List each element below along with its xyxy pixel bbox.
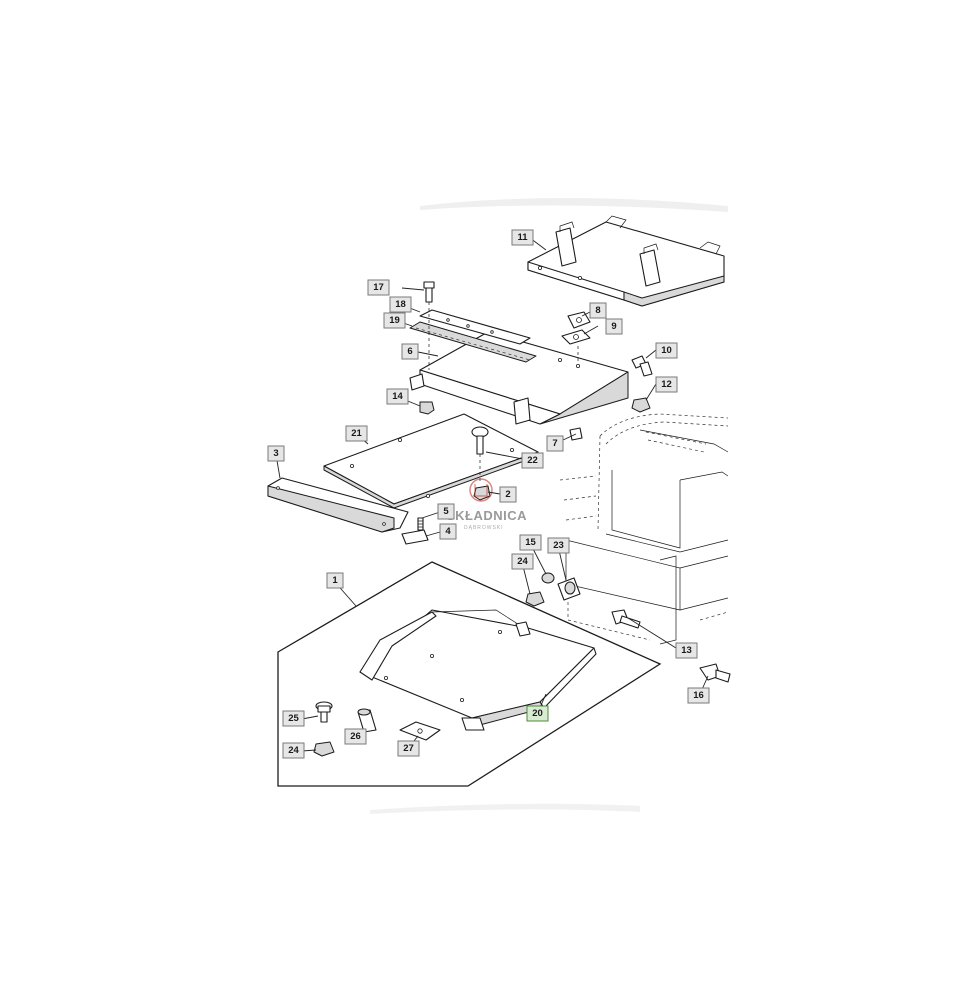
kit-frame xyxy=(277,561,662,787)
callout-21-label: 21 xyxy=(351,428,362,439)
callout-16[interactable]: 16 xyxy=(687,687,710,704)
part-27-plate xyxy=(399,721,441,741)
callout-3-label: 3 xyxy=(273,448,278,459)
callout-18[interactable]: 18 xyxy=(389,296,412,313)
callout-11-label: 11 xyxy=(517,232,528,243)
callout-19-label: 19 xyxy=(389,315,400,326)
watermark: SKŁADNICA DĄBROWSKI xyxy=(446,478,527,531)
callout-23-label: 23 xyxy=(553,540,564,551)
callout-2-label: 2 xyxy=(505,489,510,500)
callout-13[interactable]: 13 xyxy=(675,642,698,659)
callout-5[interactable]: 5 xyxy=(437,503,455,520)
callout-8[interactable]: 8 xyxy=(589,302,607,319)
callout-6-label: 6 xyxy=(407,346,412,357)
callout-12[interactable]: 12 xyxy=(655,376,678,393)
callout-27-label: 27 xyxy=(403,743,414,754)
part-12-nut xyxy=(631,397,651,413)
callout-5-label: 5 xyxy=(443,506,449,517)
part-17-bolt xyxy=(423,281,435,370)
part-14-nut xyxy=(419,401,435,415)
part-3-cushion xyxy=(267,477,409,533)
part-25-bolt xyxy=(315,701,333,723)
callout-4[interactable]: 4 xyxy=(439,523,457,540)
callout-20-label: 20 xyxy=(532,708,543,719)
callout-24-upper-label: 24 xyxy=(517,556,528,567)
callout-18-label: 18 xyxy=(395,299,406,310)
callout-19[interactable]: 19 xyxy=(383,312,406,329)
callout-22-label: 22 xyxy=(527,455,538,466)
callout-25[interactable]: 25 xyxy=(282,710,305,727)
callout-16-label: 16 xyxy=(693,690,704,701)
callout-7[interactable]: 7 xyxy=(546,435,564,452)
callout-17-label: 17 xyxy=(373,282,384,293)
callout-8-label: 8 xyxy=(595,305,600,316)
part-13-bolt xyxy=(611,609,641,629)
callout-1[interactable]: 1 xyxy=(326,572,344,589)
part-9-clip xyxy=(561,329,591,364)
callout-9[interactable]: 9 xyxy=(605,318,623,335)
background-sweep-bottom xyxy=(370,803,640,814)
machine-body-outline xyxy=(559,413,729,645)
callout-22[interactable]: 22 xyxy=(521,452,544,469)
part-26-spacer xyxy=(357,708,377,733)
part-19-strip xyxy=(409,321,537,363)
part-8-clip xyxy=(567,311,591,329)
part-18-plate xyxy=(419,309,531,345)
part-4-pin xyxy=(401,529,429,545)
callout-6[interactable]: 6 xyxy=(401,343,419,360)
part-5-spring xyxy=(417,517,424,531)
callout-15[interactable]: 15 xyxy=(519,534,542,551)
callout-9-label: 9 xyxy=(611,321,616,332)
part-23-spacer xyxy=(557,577,581,601)
callout-7-label: 7 xyxy=(552,438,557,449)
callout-15-label: 15 xyxy=(525,537,536,548)
callout-21[interactable]: 21 xyxy=(345,425,368,442)
part-24-nut-lower xyxy=(313,741,335,757)
part-6-bracket xyxy=(409,331,629,425)
part-20-tray[interactable] xyxy=(359,609,597,731)
callout-10[interactable]: 10 xyxy=(655,342,678,359)
part-16-bolt xyxy=(699,663,731,683)
callout-23[interactable]: 23 xyxy=(547,537,570,554)
callout-17[interactable]: 17 xyxy=(367,279,390,296)
callout-4-label: 4 xyxy=(445,526,451,537)
callout-24-lower[interactable]: 24 xyxy=(282,742,305,759)
callout-2[interactable]: 2 xyxy=(499,486,517,503)
part-15-washer xyxy=(541,572,555,584)
callout-3[interactable]: 3 xyxy=(267,445,285,462)
callout-13-label: 13 xyxy=(681,645,692,656)
callout-14-label: 14 xyxy=(392,391,403,402)
callout-27[interactable]: 27 xyxy=(397,740,420,757)
part-24-nut-upper xyxy=(525,591,545,607)
part-22-bolt xyxy=(471,426,489,484)
callout-20[interactable]: 20 xyxy=(526,705,549,722)
callout-10-label: 10 xyxy=(661,345,672,356)
callout-26[interactable]: 26 xyxy=(344,728,367,745)
callout-14[interactable]: 14 xyxy=(386,388,409,405)
background-sweep-top xyxy=(420,198,728,212)
callout-25-label: 25 xyxy=(288,713,299,724)
callout-24-upper[interactable]: 24 xyxy=(511,553,534,570)
callout-1-label: 1 xyxy=(332,575,338,586)
callout-11[interactable]: 11 xyxy=(511,229,534,246)
watermark-title: SKŁADNICA xyxy=(446,508,527,523)
part-11-tray xyxy=(527,215,725,307)
callout-24-lower-label: 24 xyxy=(288,745,299,756)
part-10-bolt xyxy=(631,355,653,377)
watermark-subtitle: DĄBROWSKI xyxy=(464,525,504,531)
callout-26-label: 26 xyxy=(350,731,361,742)
callout-12-label: 12 xyxy=(661,379,672,390)
